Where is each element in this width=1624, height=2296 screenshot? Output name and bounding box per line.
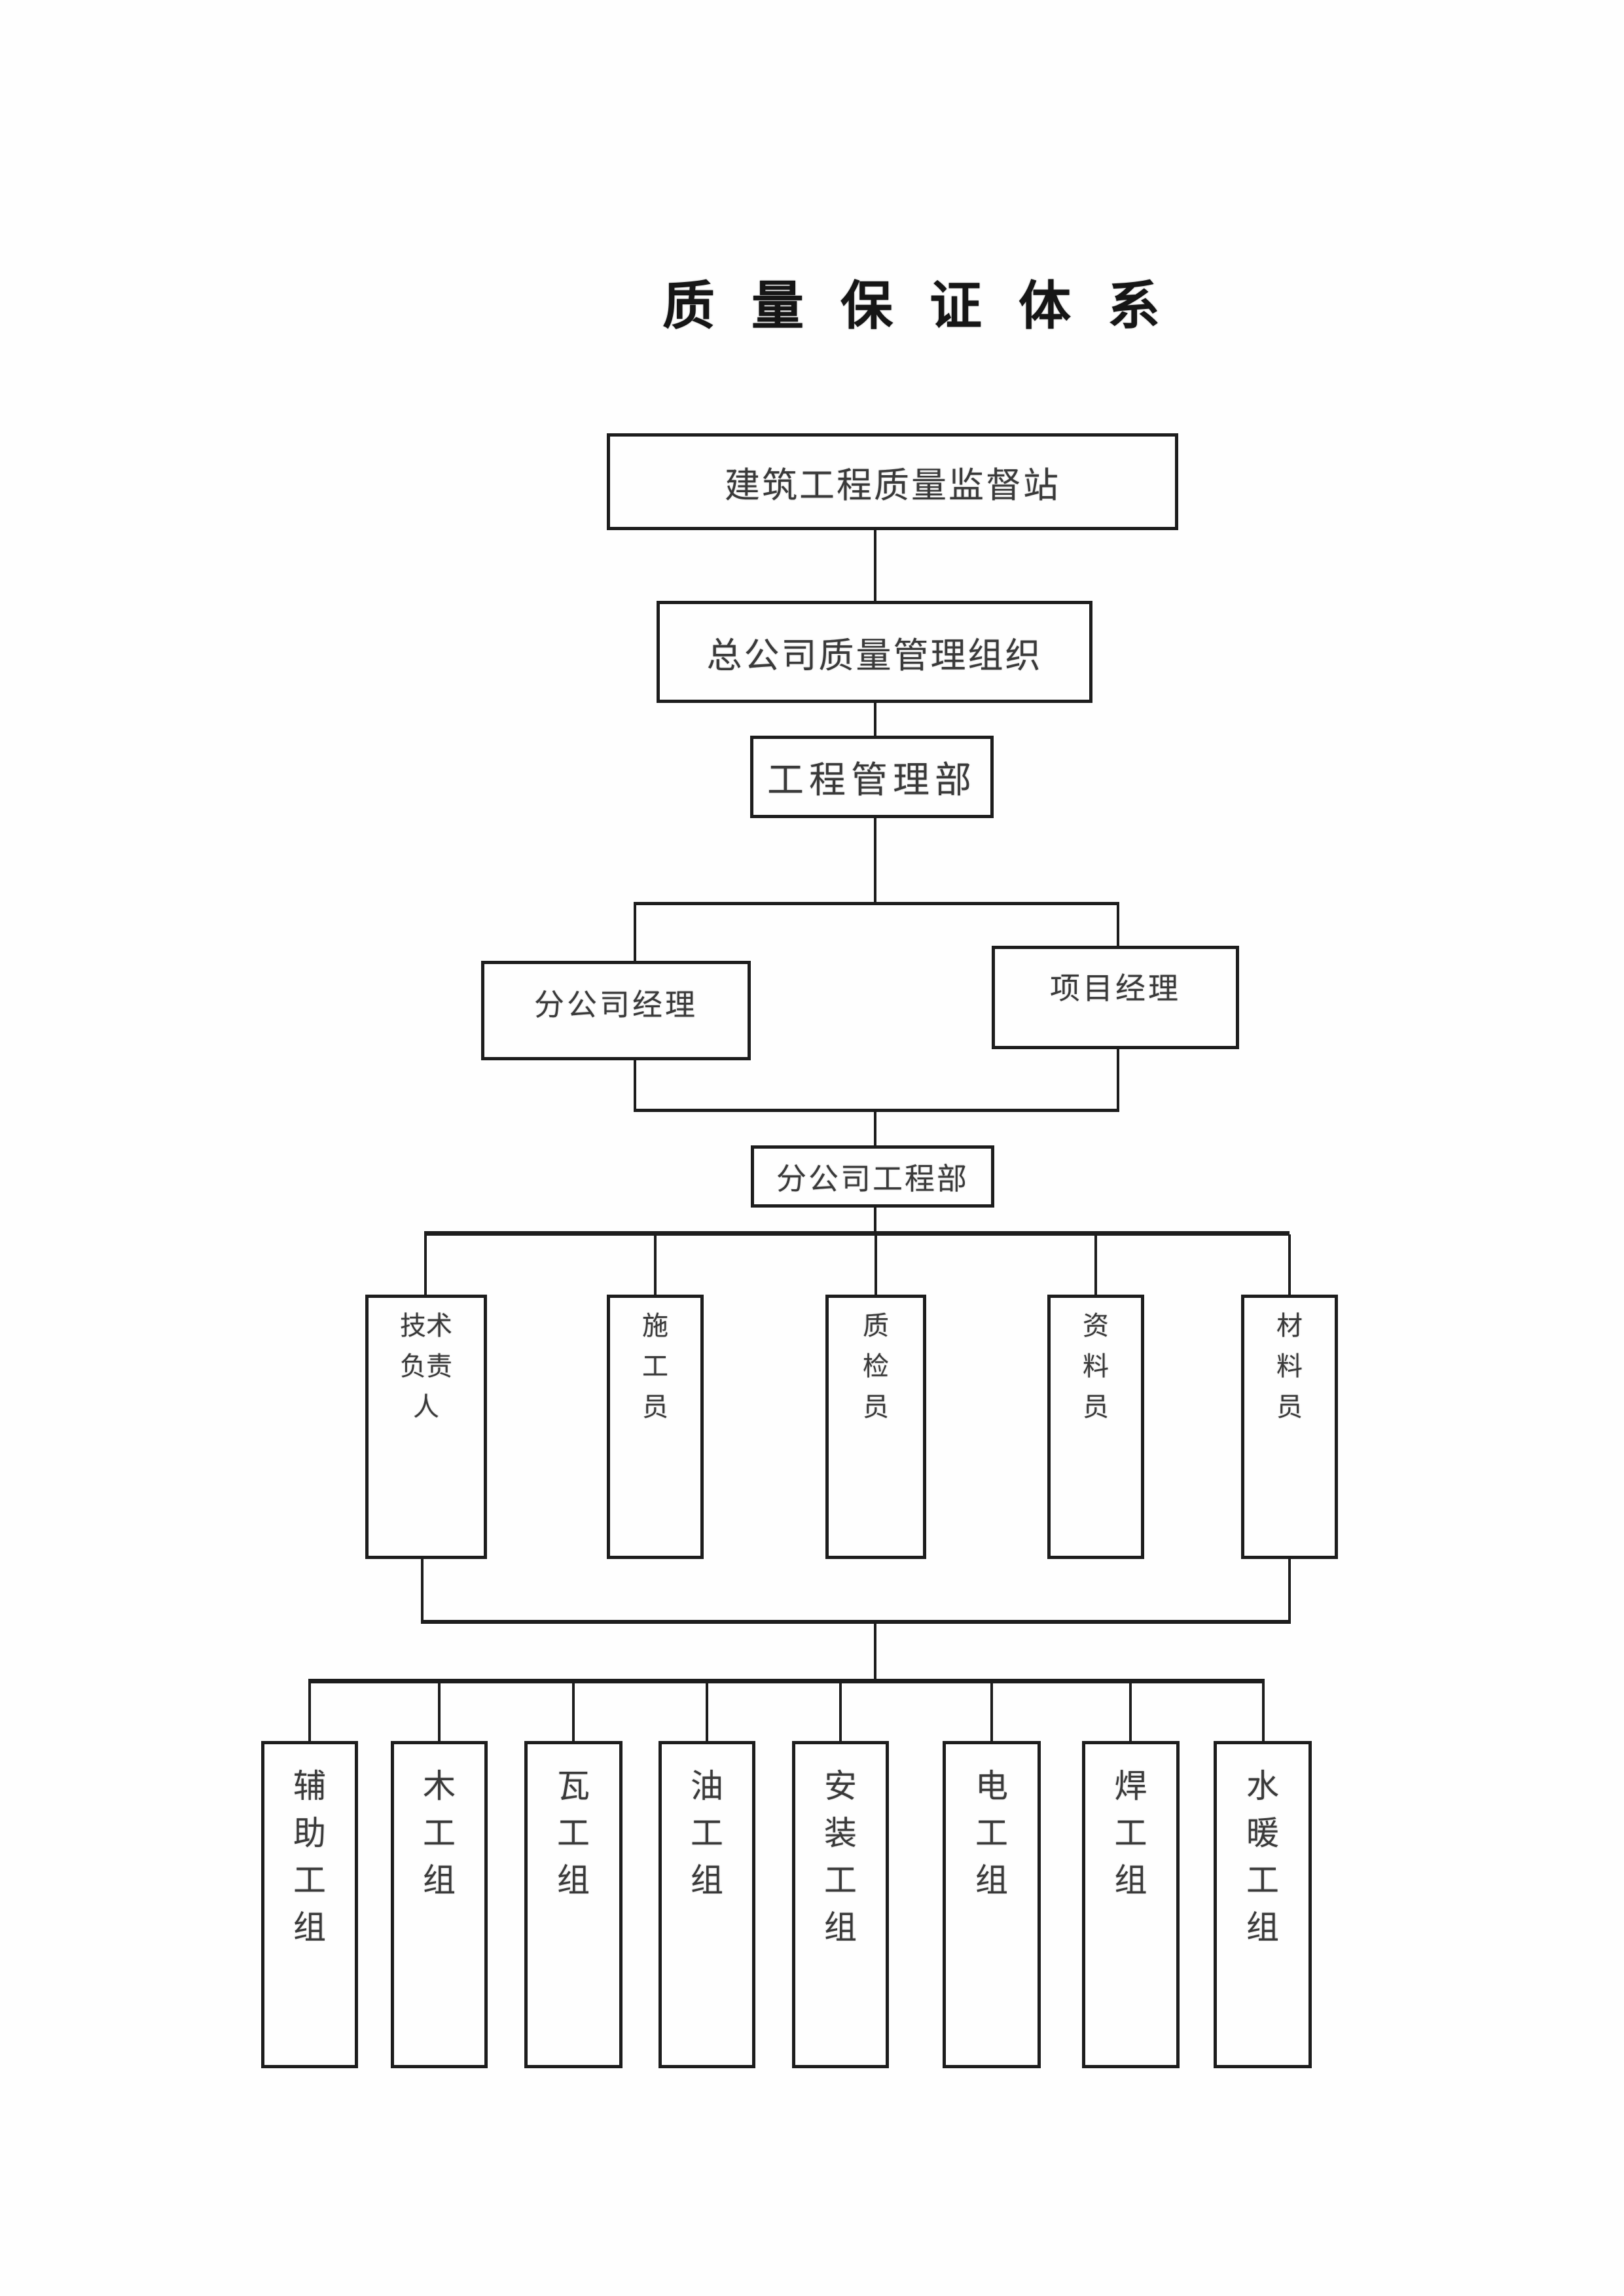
connector-drop-staff-2 (654, 1234, 657, 1296)
connector-drop-crew-5 (839, 1682, 842, 1742)
node-staff-document-clerk-label: 资料员 (1083, 1312, 1109, 1422)
connector-headoffice-to-engmgmt (874, 700, 876, 738)
node-crew-masonry-label: 瓦工组 (557, 1768, 590, 1899)
node-staff-quality-inspector-label: 质检员 (863, 1312, 889, 1422)
node-crew-welding: 焊工组 (1082, 1741, 1180, 2068)
node-project-manager: 项目经理 (992, 946, 1239, 1049)
node-staff-construction-worker-label: 施工员 (642, 1312, 668, 1422)
node-engineering-management-dept-label: 工程管理部 (767, 759, 977, 800)
node-branch-engineering-dept-label: 分公司工程部 (776, 1161, 969, 1196)
connector-drop-staff-5 (1288, 1234, 1291, 1296)
connector-drop-crew-7 (1129, 1682, 1132, 1742)
node-supervision-station-label: 建筑工程质量监督站 (725, 465, 1060, 505)
connector-staff-5-down (1288, 1558, 1291, 1623)
node-crew-electrician-label: 电工组 (975, 1768, 1008, 1899)
node-crew-plumbing-heating-label: 水暖工组 (1246, 1768, 1279, 1946)
connector-merge-bar-staff (421, 1620, 1291, 1624)
connector-brancheng-to-staffbar (874, 1206, 876, 1234)
node-head-office-quality-org: 总公司质量管理组织 (657, 601, 1092, 703)
node-crew-welding-label: 焊工组 (1114, 1768, 1147, 1899)
node-staff-technical-lead: 技术负责人 (365, 1295, 487, 1559)
node-crew-carpentry-label: 木工组 (423, 1768, 456, 1899)
connector-merge-to-brancheng (874, 1111, 876, 1147)
node-crew-auxiliary: 辅助工组 (261, 1741, 358, 2068)
node-crew-electrician: 电工组 (943, 1741, 1041, 2068)
connector-engmgmt-to-split (874, 816, 876, 903)
connector-drop-crew-1 (308, 1682, 311, 1742)
node-branch-manager-label: 分公司经理 (534, 988, 698, 1022)
connector-drop-project-manager (1117, 902, 1119, 948)
connector-project-manager-down (1117, 1047, 1119, 1111)
connector-split-bar-crews (308, 1679, 1265, 1683)
node-staff-technical-lead-label: 技术负责人 (400, 1312, 452, 1422)
node-staff-construction-worker: 施工员 (607, 1295, 704, 1559)
connector-station-to-headoffice (874, 528, 876, 603)
connector-merge-to-crewbar (874, 1623, 876, 1681)
node-engineering-management-dept: 工程管理部 (750, 736, 994, 818)
node-supervision-station: 建筑工程质量监督站 (607, 433, 1178, 530)
connector-drop-branch-manager (634, 902, 636, 962)
node-staff-document-clerk: 资料员 (1047, 1295, 1144, 1559)
node-staff-material-clerk: 材料员 (1241, 1295, 1338, 1559)
connector-drop-crew-8 (1262, 1682, 1265, 1742)
node-crew-plumbing-heating: 水暖工组 (1214, 1741, 1312, 2068)
connector-branch-manager-down (634, 1058, 636, 1111)
node-head-office-quality-org-label: 总公司质量管理组织 (706, 636, 1043, 675)
connector-staff-1-down (421, 1558, 424, 1623)
connector-drop-staff-1 (424, 1234, 427, 1296)
connector-drop-staff-4 (1094, 1234, 1097, 1296)
connector-drop-crew-2 (438, 1682, 441, 1742)
connector-drop-crew-4 (706, 1682, 708, 1742)
node-crew-painting-label: 油工组 (691, 1768, 723, 1899)
node-crew-painting: 油工组 (659, 1741, 755, 2068)
node-staff-quality-inspector: 质检员 (825, 1295, 926, 1559)
page-title: 质量保证体系 (662, 277, 1197, 335)
connector-split-bar-managers (634, 902, 1119, 905)
node-crew-masonry: 瓦工组 (524, 1741, 623, 2068)
node-staff-material-clerk-label: 材料员 (1276, 1312, 1303, 1422)
node-crew-auxiliary-label: 辅助工组 (293, 1768, 326, 1946)
connector-drop-crew-6 (990, 1682, 993, 1742)
node-branch-manager: 分公司经理 (481, 961, 751, 1060)
connector-drop-staff-3 (875, 1234, 877, 1296)
connector-drop-crew-3 (572, 1682, 575, 1742)
connector-split-bar-staff (424, 1231, 1290, 1236)
node-crew-installation: 安装工组 (792, 1741, 889, 2068)
connector-merge-bar-managers (634, 1109, 1119, 1112)
node-crew-carpentry: 木工组 (391, 1741, 488, 2068)
node-crew-installation-label: 安装工组 (824, 1768, 857, 1946)
node-branch-engineering-dept: 分公司工程部 (751, 1145, 994, 1208)
node-project-manager-label: 项目经理 (1050, 971, 1181, 1005)
